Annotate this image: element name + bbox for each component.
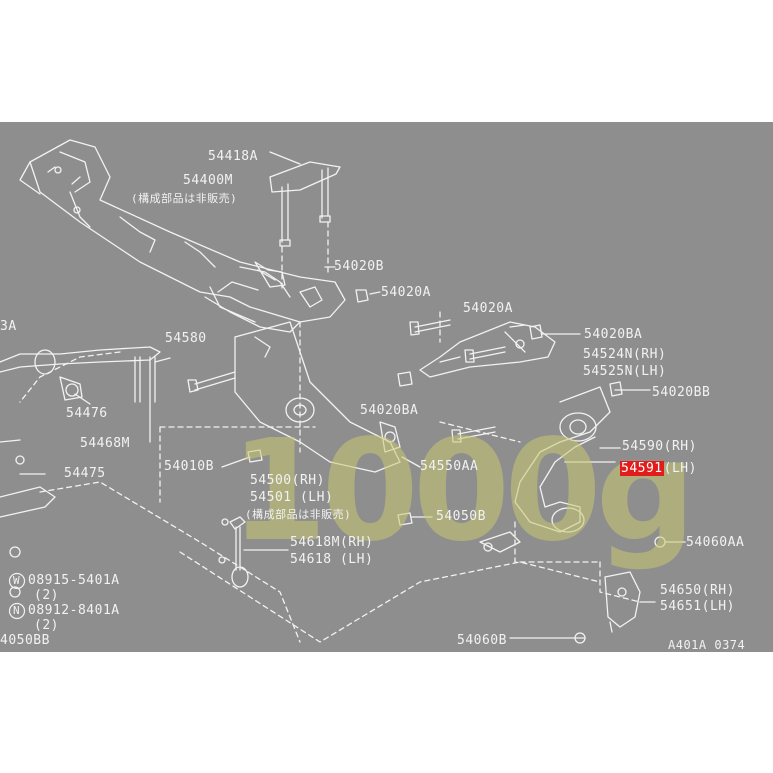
w-marker-letter: W	[13, 574, 21, 587]
label-not-sold-2: (構成部品は非販売)	[245, 508, 352, 521]
label-54590: 54590(RH)	[622, 439, 697, 454]
label-54060AA: 54060AA	[686, 535, 745, 550]
label-w-qty: (2)	[34, 588, 59, 603]
diagram-drawing	[0, 139, 686, 644]
watermark-text: 1000g	[230, 410, 696, 573]
label-54020BA-1: 54020BA	[584, 327, 643, 342]
label-54591-lh: (LH)	[663, 461, 697, 476]
label-54580: 54580	[165, 331, 207, 346]
label-08912: 08912-8401A	[28, 603, 120, 618]
label-not-sold-1: (構成部品は非販売)	[131, 192, 238, 205]
label-54476: 54476	[66, 406, 108, 421]
label-54418A: 54418A	[208, 149, 258, 164]
label-54060B: 54060B	[457, 633, 507, 648]
callout-lines	[19, 266, 686, 639]
stabilizer-link-drawing	[218, 516, 249, 588]
label-54020BB: 54020BB	[652, 385, 711, 400]
bracket-drawing	[269, 151, 341, 247]
label-54020A-1: 54020A	[381, 285, 431, 300]
label-54650: 54650(RH)	[660, 583, 735, 598]
label-54550AA: 54550AA	[420, 459, 479, 474]
label-54010B: 54010B	[164, 459, 214, 474]
label-54020B: 54020B	[334, 259, 384, 274]
knuckle-drawing	[479, 386, 611, 553]
label-54050B: 54050B	[436, 509, 486, 524]
label-54500: 54500(RH)	[250, 473, 325, 488]
parts-diagram: 1000g 54418A 54400M (構成部品は非販売) 54020B 54…	[0, 122, 773, 652]
label-54618: 54618 (LH)	[290, 552, 374, 567]
label-54525N: 54525N(LH)	[583, 364, 667, 379]
leader-lines	[19, 221, 641, 643]
label-54651: 54651(LH)	[660, 599, 735, 614]
label-54020A-2: 54020A	[463, 301, 513, 316]
n-circle-marker	[8, 602, 26, 620]
label-54475: 54475	[64, 466, 106, 481]
label-54618M: 54618M(RH)	[290, 535, 374, 550]
upper-arm-drawing	[419, 321, 556, 378]
watermark: 1000g	[230, 422, 696, 562]
fasteners-drawing	[154, 289, 623, 526]
label-n-qty: (2)	[34, 618, 59, 633]
w-circle-marker	[8, 572, 26, 590]
footer-code: A401A 0374	[668, 638, 746, 652]
label-08915: 08915-5401A	[28, 573, 120, 588]
crossmember-drawing	[19, 139, 346, 333]
label-54050BB: 4050BB	[0, 633, 50, 648]
label-54591-row: 54591(LH)	[620, 457, 697, 476]
left-link-drawing	[0, 346, 161, 598]
label-54468M: 54468M	[80, 436, 130, 451]
label-54591-highlight: 54591	[620, 461, 664, 476]
label-54400M: 54400M	[183, 173, 233, 188]
label-54020BA-2: 54020BA	[360, 403, 419, 418]
label-cut-left: 3A	[0, 319, 17, 334]
lower-arm-drawing	[234, 321, 401, 473]
n-marker-letter: N	[13, 604, 21, 617]
label-54524N: 54524N(RH)	[583, 347, 667, 362]
label-54501: 54501 (LH)	[250, 490, 334, 505]
